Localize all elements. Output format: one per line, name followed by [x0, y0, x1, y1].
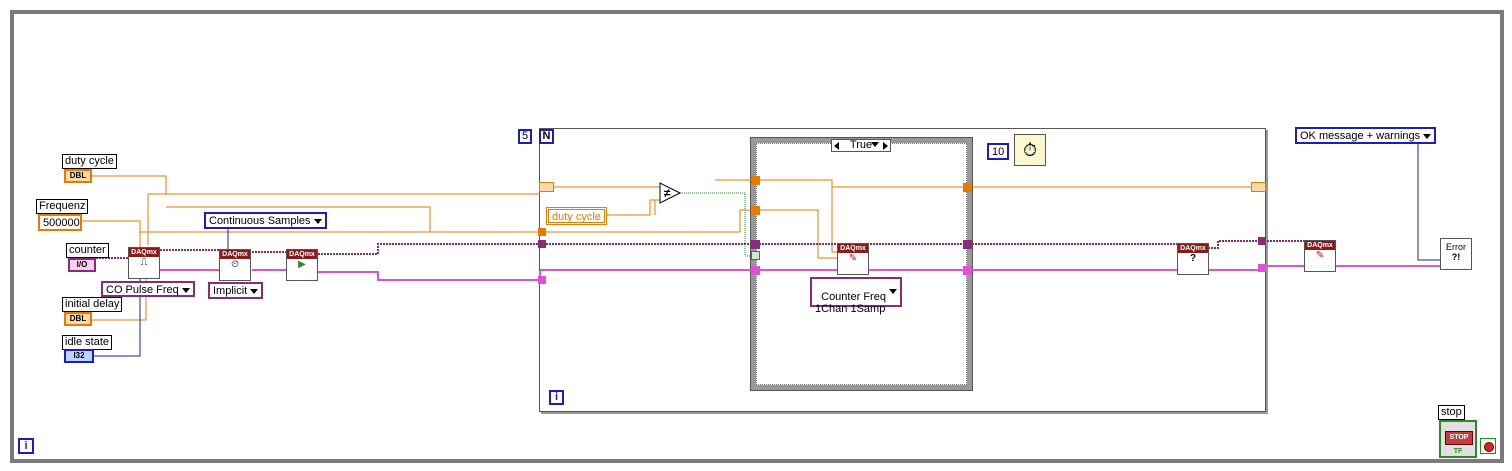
initial-delay-label: initial delay	[62, 297, 123, 312]
duty-cycle-terminal[interactable]: DBL	[64, 169, 92, 183]
timing-ring[interactable]: Implicit	[208, 282, 264, 299]
stop-condition-icon	[1484, 442, 1494, 452]
freq-tunnel	[538, 228, 546, 236]
timing-header: DAQmx	[220, 250, 250, 259]
stop-label: stop	[1438, 405, 1465, 420]
clock-icon: ⏲	[231, 259, 239, 270]
wire-duty-cycle	[92, 175, 540, 195]
wire-local-var-to-compare	[605, 199, 660, 216]
case-next-arrow-icon[interactable]	[871, 142, 879, 147]
eraser-icon: ✎	[1315, 250, 1325, 261]
create-channel-header: DAQmx	[129, 248, 159, 257]
question-icon: ?	[1189, 253, 1197, 264]
initial-delay-terminal[interactable]: DBL	[64, 312, 92, 326]
case-selector-value: True	[849, 139, 873, 151]
write-type-dropdown-icon	[888, 289, 897, 294]
for-loop-count-terminal: N	[539, 129, 554, 144]
wire-compare-bool	[680, 192, 756, 257]
error-tunnel-left	[538, 276, 546, 284]
write-type-ring[interactable]: Counter Freq 1Chan 1Samp	[810, 277, 902, 315]
case-dropdown-arrow-icon[interactable]	[883, 142, 888, 150]
case-selector-label[interactable]: True	[831, 139, 891, 152]
error-warning-icon: ?!	[1451, 252, 1461, 262]
case-tunnel-in-2	[751, 206, 760, 215]
wire-task-1	[160, 249, 221, 256]
sample-mode-dropdown-icon	[313, 219, 322, 224]
for-loop-count-constant: 5	[518, 129, 532, 144]
case-tunnel-error-out	[963, 266, 972, 275]
duty-cycle-label: duty cycle	[62, 154, 117, 169]
idle-state-label: idle state	[62, 335, 113, 350]
case-tunnel-in-1	[751, 176, 760, 185]
error-vi-label: Error	[1446, 242, 1466, 252]
wire-task-2	[318, 243, 540, 255]
idle-state-terminal[interactable]: I32	[64, 349, 94, 363]
daqmx-is-task-done-vi[interactable]: DAQmx ?	[1177, 243, 1209, 275]
frequenz-constant[interactable]: 500000	[38, 214, 82, 231]
wire-duty-to-create	[147, 193, 166, 222]
stop-button-terminal[interactable]: STOP TF	[1439, 420, 1477, 458]
wire-error-msg	[1417, 143, 1442, 261]
wait-metronome-icon[interactable]: ⏱	[1014, 134, 1046, 166]
daqmx-start-vi[interactable]: DAQmx ▶	[286, 249, 318, 281]
case-tunnel-task-in	[751, 240, 760, 249]
wire-error-2	[318, 271, 540, 281]
case-tunnel-task-out	[963, 240, 972, 249]
outer-loop-iteration-terminal: i	[18, 438, 34, 454]
write-header: DAQmx	[838, 244, 868, 253]
wire-freq-into-case	[540, 209, 756, 233]
pulse-type-dropdown-icon	[181, 288, 190, 293]
error-message-ring[interactable]: OK message + warnings	[1295, 127, 1437, 144]
is-done-header: DAQmx	[1178, 244, 1208, 253]
outer-while-loop-frame	[10, 10, 1504, 463]
case-selector-terminal	[751, 251, 760, 260]
shift-register-right	[1251, 182, 1266, 192]
loop-condition-terminal[interactable]	[1480, 438, 1496, 454]
error-tunnel-right	[1258, 264, 1266, 272]
task-tunnel-right	[1258, 237, 1266, 245]
duty-cycle-local-variable[interactable]: duty cycle	[546, 207, 607, 225]
for-loop-iteration-terminal: i	[549, 390, 564, 405]
wait-ms-constant[interactable]: 10	[987, 143, 1010, 160]
pulse-type-ring[interactable]: CO Pulse Freq	[101, 281, 195, 297]
error-message-dropdown-icon	[1423, 134, 1432, 139]
shift-register-left	[539, 182, 554, 192]
daqmx-write-vi[interactable]: DAQmx ✎	[837, 243, 869, 275]
case-tunnel-error-in	[751, 266, 760, 275]
pulse-train-icon: ⎍	[140, 257, 148, 268]
stop-button-face: STOP	[1445, 431, 1473, 445]
start-header: DAQmx	[287, 250, 317, 259]
pulse-type-value: CO Pulse Freq	[106, 284, 179, 296]
not-equal-label: ≠	[663, 186, 671, 200]
sample-mode-value: Continuous Samples	[209, 215, 311, 227]
counter-label: counter	[66, 243, 109, 258]
timing-dropdown-icon	[250, 289, 259, 294]
daqmx-clear-task-vi[interactable]: DAQmx ✎	[1304, 240, 1336, 272]
case-tunnel-out-1	[963, 183, 972, 192]
timing-value: Implicit	[213, 285, 248, 297]
clear-header: DAQmx	[1305, 241, 1335, 250]
daqmx-timing-vi[interactable]: DAQmx ⏲	[219, 249, 251, 281]
write-type-value: Counter Freq 1Chan 1Samp	[815, 291, 886, 315]
wire-idle-state	[94, 275, 141, 357]
counter-terminal[interactable]: I/O	[68, 258, 96, 272]
task-tunnel-left	[538, 240, 546, 248]
write-pencil-icon: ✎	[848, 253, 858, 264]
sample-mode-ring[interactable]: Continuous Samples	[204, 212, 327, 229]
play-icon: ▶	[298, 259, 306, 270]
simple-error-handler-vi[interactable]: Error?!	[1440, 238, 1472, 270]
frequenz-label: Frequenz	[36, 199, 89, 214]
error-message-value: OK message + warnings	[1300, 130, 1421, 142]
daqmx-create-channel-vi[interactable]: DAQmx ⎍	[128, 247, 160, 279]
stop-tf-label: TF	[1453, 448, 1463, 455]
case-prev-arrow-icon[interactable]	[834, 142, 839, 150]
